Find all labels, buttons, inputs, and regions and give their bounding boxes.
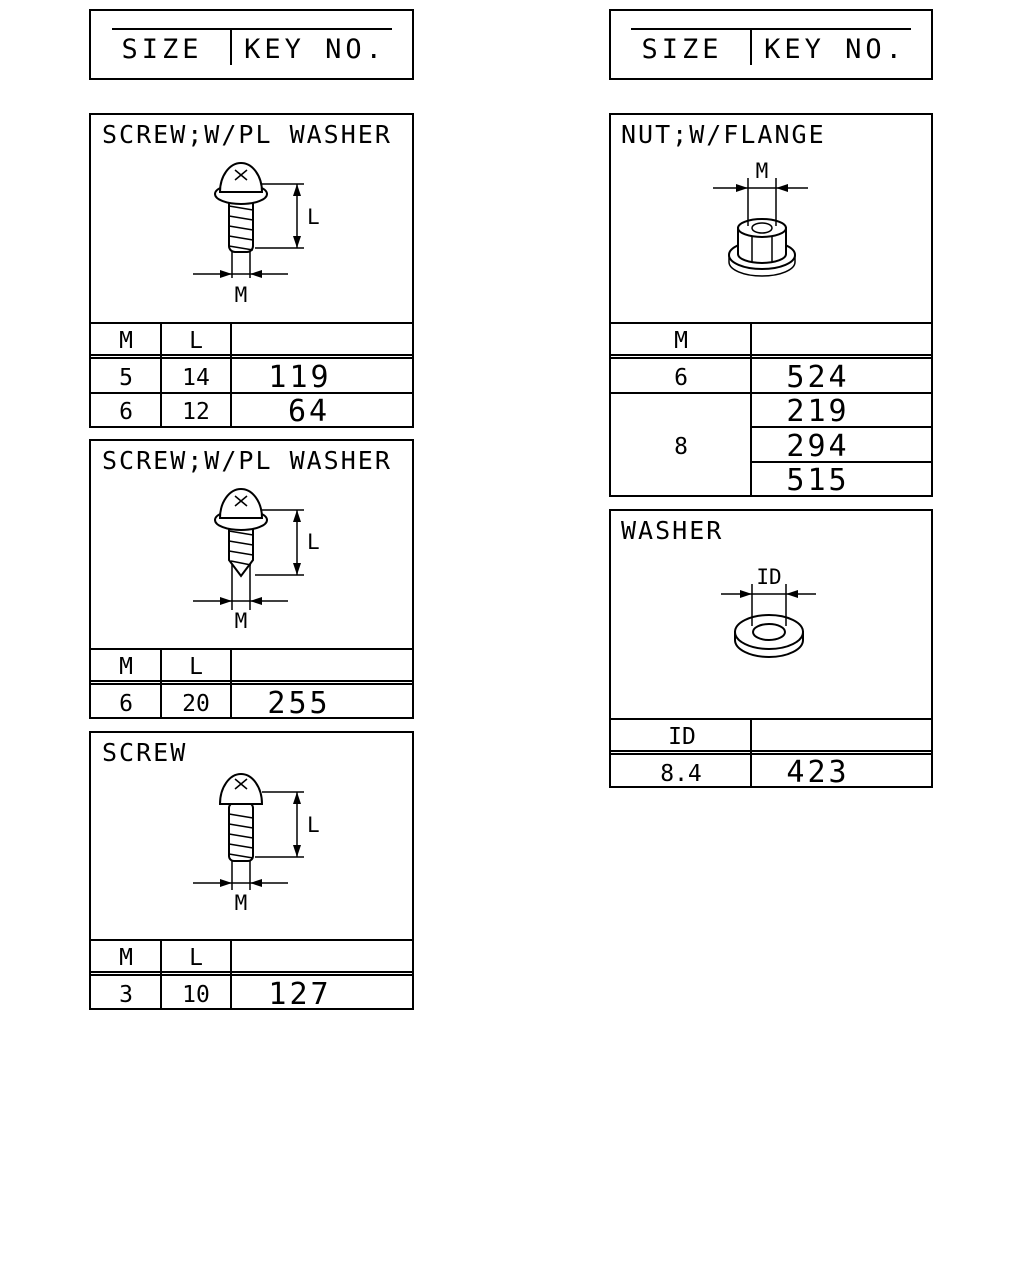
size-l-value: 20 bbox=[182, 691, 210, 717]
screw-icon bbox=[218, 773, 264, 890]
panel-screw: SCREW L M M L 3 10 bbox=[89, 731, 414, 1012]
screw-washer-icon bbox=[214, 162, 268, 278]
legend-size-label: SIZE bbox=[121, 34, 202, 65]
size-id-value: 8.4 bbox=[660, 761, 702, 787]
panel-washer: WASHER ID ID 8.4 423 bbox=[609, 509, 933, 790]
key-number: 64 bbox=[288, 394, 330, 429]
size-m-value: 3 bbox=[119, 982, 133, 1008]
dim-length-label: L bbox=[307, 813, 320, 837]
panel-title: SCREW bbox=[102, 738, 187, 767]
dim-id-label: ID bbox=[756, 565, 781, 589]
legend-size-label: SIZE bbox=[641, 34, 722, 65]
panel-screw-washer-1: SCREW;W/PL WASHER L M bbox=[89, 113, 414, 429]
key-number: 515 bbox=[786, 463, 849, 498]
size-m-value: 6 bbox=[119, 399, 133, 425]
legend-key-label: KEY NO. bbox=[244, 34, 386, 65]
column-header-m: M bbox=[674, 328, 688, 354]
panel-title: NUT;W/FLANGE bbox=[621, 120, 826, 149]
legend-right: SIZE KEY NO. bbox=[609, 9, 933, 80]
key-number: 127 bbox=[268, 977, 331, 1012]
key-number: 524 bbox=[786, 360, 849, 395]
dim-length-label: L bbox=[307, 530, 320, 554]
column-header-m: M bbox=[119, 945, 133, 971]
dim-length-label: L bbox=[307, 205, 320, 229]
dim-diameter-label: M bbox=[235, 609, 248, 633]
size-m-value: 6 bbox=[674, 365, 688, 391]
panel-title: SCREW;W/PL WASHER bbox=[102, 120, 392, 149]
column-header-l: L bbox=[189, 654, 203, 680]
key-number: 423 bbox=[786, 755, 849, 790]
washer-icon bbox=[734, 614, 804, 658]
legend-left: SIZE KEY NO. bbox=[89, 9, 414, 80]
size-m-value: 8 bbox=[674, 434, 688, 460]
size-m-value: 5 bbox=[119, 365, 133, 391]
flange-nut-icon bbox=[728, 218, 796, 277]
column-header-l: L bbox=[189, 328, 203, 354]
column-header-l: L bbox=[189, 945, 203, 971]
panel-nut-flange: NUT;W/FLANGE M M 6 524 8 219 294 515 bbox=[609, 113, 933, 498]
column-header-m: M bbox=[119, 654, 133, 680]
key-number: 219 bbox=[786, 394, 849, 429]
dim-diameter-label: M bbox=[235, 891, 248, 915]
column-header-id: ID bbox=[668, 724, 696, 750]
panel-screw-washer-2: SCREW;W/PL WASHER L M M L bbox=[89, 439, 414, 721]
panel-title: SCREW;W/PL WASHER bbox=[102, 446, 392, 475]
key-number: 119 bbox=[268, 360, 331, 395]
key-number: 255 bbox=[267, 686, 330, 721]
tapping-screw-washer-icon bbox=[214, 488, 268, 610]
column-header-m: M bbox=[119, 328, 133, 354]
size-m-value: 6 bbox=[119, 691, 133, 717]
panel-title: WASHER bbox=[621, 516, 723, 545]
dim-diameter-label: M bbox=[235, 283, 248, 307]
dim-diameter-label: M bbox=[756, 159, 769, 183]
size-l-value: 12 bbox=[182, 399, 210, 425]
key-number: 294 bbox=[786, 429, 849, 464]
size-l-value: 10 bbox=[182, 982, 210, 1008]
legend-key-label: KEY NO. bbox=[764, 34, 906, 65]
size-l-value: 14 bbox=[182, 365, 210, 391]
